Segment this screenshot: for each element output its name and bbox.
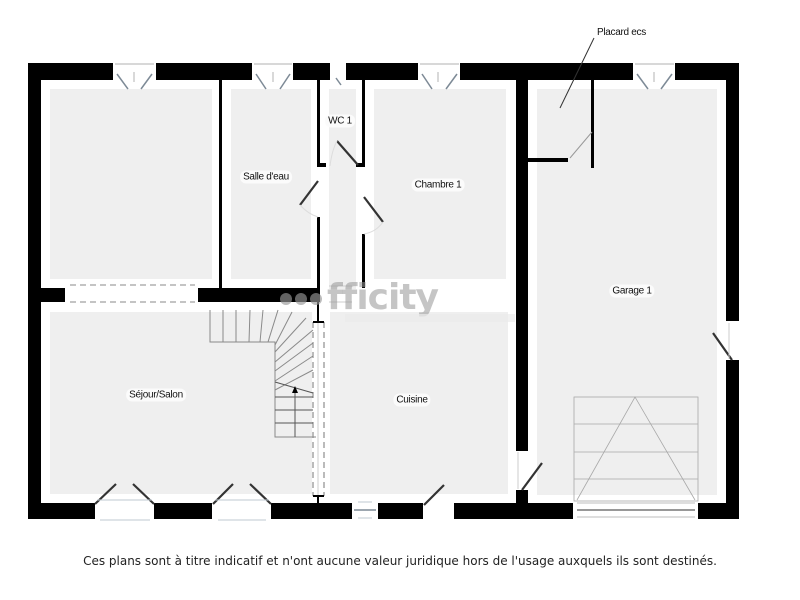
staircase [209, 309, 316, 438]
door-sejour-2b [249, 483, 272, 505]
placard-leader-line [559, 37, 595, 109]
callout-placard: Placard ecs [597, 27, 646, 38]
disclaimer-text: Ces plans sont à titre indicatif et n'on… [83, 554, 717, 568]
floor-plan: fficity Salle d'eau WC 1 Chambre 1 Garag… [28, 27, 739, 521]
room-label-cuisine: Cuisine [393, 393, 431, 407]
watermark-subline [345, 314, 515, 322]
room-label-garage: Garage 1 [609, 284, 655, 298]
opening-dashed [70, 284, 195, 303]
garage-door [573, 396, 699, 518]
room-label-wc: WC 1 [325, 114, 355, 128]
outer-walls [28, 63, 739, 519]
door-placard [569, 131, 593, 159]
watermark-logo: fficity [280, 277, 439, 318]
door-cuisine [423, 484, 445, 506]
floor-sejour [50, 312, 312, 494]
door-sejour-1a [94, 483, 117, 505]
door-sejour-1b [132, 483, 155, 505]
room-label-chambre: Chambre 1 [411, 178, 465, 192]
window-bedroom-left [115, 63, 154, 90]
floor-bedroom-left [50, 89, 212, 279]
top-windows [115, 63, 674, 90]
door-salle-deau [299, 180, 319, 206]
door-cuisine-garage [521, 462, 543, 491]
interior-walls [28, 80, 594, 503]
window-chambre [420, 63, 459, 90]
watermark-dots-icon [280, 278, 325, 318]
window-garage [635, 63, 674, 90]
room-label-sejour: Séjour/Salon [126, 388, 186, 402]
floor-plan-drawing [28, 37, 739, 521]
door-chambre [363, 196, 384, 223]
room-label-salle-deau: Salle d'eau [240, 170, 292, 184]
doors [94, 131, 733, 506]
watermark-text: fficity [327, 277, 439, 318]
door-wc [336, 140, 359, 166]
floor-salle-deau [231, 89, 311, 279]
window-wc [335, 77, 342, 86]
stair-direction-arrow-icon [292, 386, 298, 393]
door-sejour-2a [212, 483, 234, 505]
sliding-partition [312, 302, 325, 503]
window-salle-deau [254, 63, 292, 90]
